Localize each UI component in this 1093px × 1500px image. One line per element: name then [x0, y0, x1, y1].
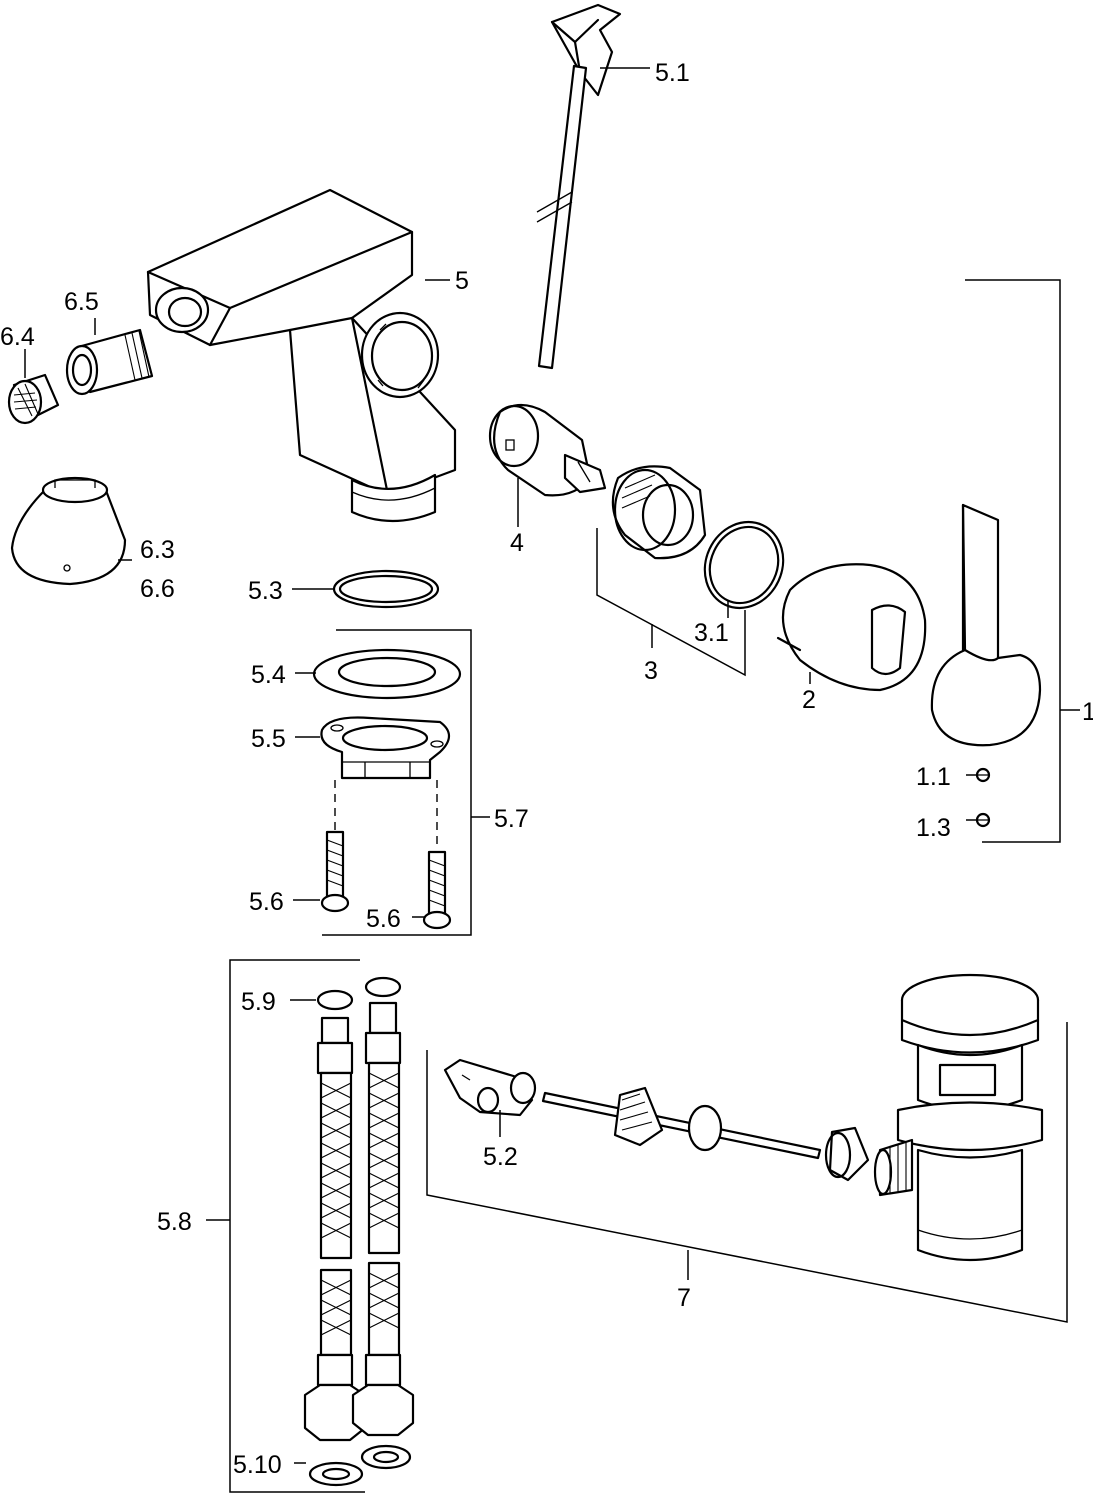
handle-cap-part	[776, 563, 927, 692]
hose-washers-part	[308, 1444, 412, 1487]
pivot-seal-part	[824, 1126, 870, 1182]
label-5-6-right: 5.6	[366, 905, 401, 933]
label-3: 3	[644, 657, 658, 685]
aerator-part	[7, 373, 60, 425]
screw-left-part	[320, 830, 350, 913]
pop-up-waste-part	[873, 973, 1044, 1262]
pivot-rod-part	[541, 1086, 822, 1160]
o-ring-part	[703, 520, 785, 610]
label-1: 1	[1082, 698, 1093, 726]
label-1-1: 1.1	[916, 763, 951, 791]
lever-handle-part	[930, 503, 1042, 828]
label-5-9: 5.9	[241, 988, 276, 1016]
label-5-8: 5.8	[157, 1208, 192, 1236]
connector-sleeve-part	[65, 328, 154, 396]
label-7: 7	[677, 1284, 691, 1312]
label-5: 5	[455, 267, 469, 295]
headpart-nut-part	[611, 465, 707, 560]
label-5-1: 5.1	[655, 59, 690, 87]
label-6-5: 6.5	[64, 288, 99, 316]
screw-right-part	[422, 850, 452, 930]
label-5-6-left: 5.6	[249, 888, 284, 916]
spout-cap-part	[10, 476, 127, 586]
label-5-7: 5.7	[494, 805, 529, 833]
gasket-part	[312, 648, 462, 700]
lift-rod-part	[536, 3, 622, 370]
leader-lines	[24, 67, 978, 1464]
base-o-ring-part	[332, 569, 440, 609]
label-5-4: 5.4	[251, 661, 286, 689]
pivot-joint-part	[443, 1058, 537, 1117]
label-4: 4	[510, 529, 524, 557]
hose-right-part	[351, 976, 415, 1437]
label-5-5: 5.5	[251, 725, 286, 753]
faucet-body-part	[146, 188, 457, 523]
label-1-3: 1.3	[916, 814, 951, 842]
label-3-1: 3.1	[694, 619, 729, 647]
cartridge-part	[488, 403, 607, 497]
hose-left-part	[303, 989, 367, 1442]
label-6-6: 6.6	[140, 575, 175, 603]
label-2: 2	[802, 686, 816, 714]
part-labels: 5.1 5 6.5 6.4 6.3 6.6 4 3 3.1 2 1 1.1 1.…	[0, 59, 1093, 1479]
label-6-3: 6.3	[140, 536, 175, 564]
flange-part	[320, 716, 451, 780]
group-brackets	[206, 279, 1080, 1493]
label-5-10: 5.10	[233, 1451, 282, 1479]
label-5-3: 5.3	[248, 577, 283, 605]
label-6-4: 6.4	[0, 323, 35, 351]
label-5-2: 5.2	[483, 1143, 518, 1171]
